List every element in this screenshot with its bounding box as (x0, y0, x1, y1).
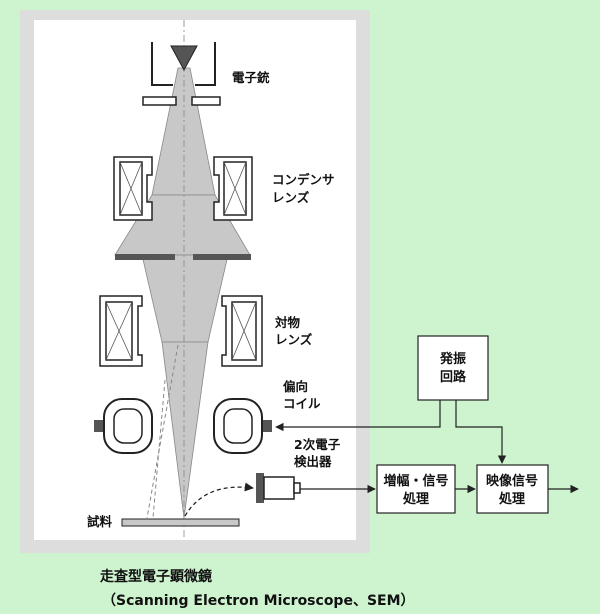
label-objective-lens-line2: レンズ (275, 332, 313, 347)
label-amplifier-line1: 増幅・信号 (383, 473, 448, 489)
signal-connections (275, 400, 579, 494)
oscillator-box (417, 335, 489, 401)
deflection-coil-left (94, 398, 153, 454)
amplifier-box (376, 464, 456, 514)
label-condenser-lens-line2: レンズ (272, 190, 310, 205)
aperture-right (193, 254, 251, 260)
label-detector-line2: 検出器 (294, 454, 332, 469)
electron-gun-tip (170, 45, 198, 72)
electron-gun (151, 42, 216, 86)
label-deflection-coil-line1: 偏向 (283, 379, 308, 394)
label-deflection-coil-line2: コイル (283, 396, 321, 411)
gun-anode-left (142, 96, 177, 106)
video-box (476, 464, 549, 514)
deflection-coil-right (213, 398, 272, 454)
specimen-stage (121, 518, 240, 527)
objective-lens-windings (105, 301, 257, 361)
label-electron-gun: 電子銃 (232, 70, 270, 85)
label-condenser-lens-line1: コンデンサ (272, 172, 335, 187)
label-oscillator-line1: 発振 (439, 351, 466, 367)
gun-anode-right (191, 96, 221, 106)
condenser-lens-windings (119, 161, 247, 216)
label-objective-lens-line1: 対物 (274, 315, 301, 330)
caption-title: 走査型電子顕微鏡 (100, 568, 212, 585)
secondary-electron-path (184, 482, 254, 517)
label-video-line1: 映像信号 (486, 473, 538, 489)
label-video-line2: 処理 (498, 491, 525, 507)
caption-subtitle: （Scanning Electron Microscope、SEM） (102, 593, 415, 609)
label-amplifier-line2: 処理 (402, 491, 429, 507)
label-specimen: 試料 (87, 514, 113, 529)
label-detector-line1: 2次電子 (294, 437, 341, 452)
scan-lines (146, 344, 179, 519)
label-oscillator-line2: 回路 (440, 369, 467, 385)
aperture-left (115, 254, 175, 260)
secondary-electron-detector (256, 473, 301, 503)
